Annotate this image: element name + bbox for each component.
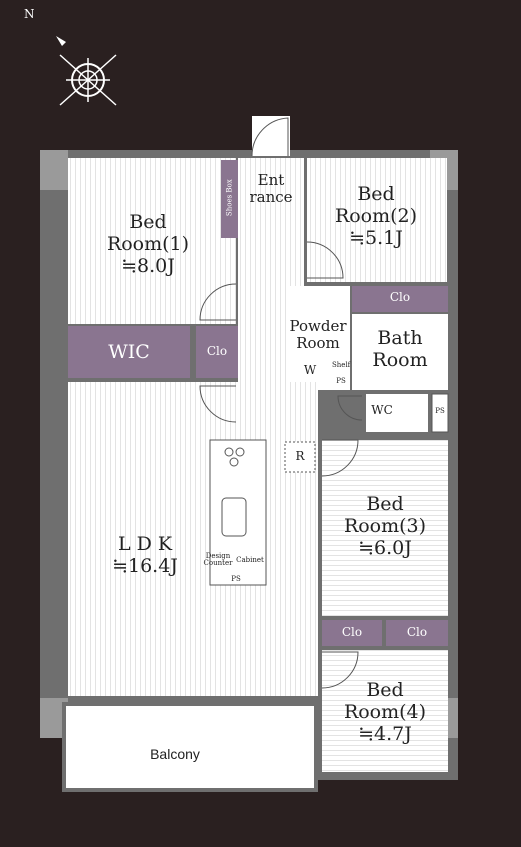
closet-bed3-left-label: Clo: [341, 625, 363, 639]
compass-north-label: N: [24, 7, 35, 21]
wic-label: WIC: [108, 341, 150, 363]
bed-room-4-size: ≒4.7J: [358, 722, 412, 745]
wc-floor: [366, 394, 428, 432]
balcony-label: Balcony: [150, 746, 200, 762]
bath-room-line2: Room: [372, 348, 428, 371]
bath-room-label: Bath Room: [360, 327, 440, 372]
shoes-box: [221, 160, 238, 238]
walk-in-closet: [68, 326, 190, 378]
bed-room-1-line2: Room(1): [106, 232, 190, 255]
shelf-label: Shelf: [332, 361, 351, 369]
bed-room-2-line2: Room(2): [334, 204, 418, 227]
closet-bed2-label: Clo: [389, 290, 411, 304]
wc-ps-label: PS: [435, 407, 445, 415]
powder-room-line2: Room: [296, 334, 340, 353]
entrance-line1: Ent: [257, 171, 285, 189]
powder-room-floor: [286, 286, 350, 390]
door-swings: [199, 241, 363, 689]
closet-bed3-right-label: Clo: [406, 625, 428, 639]
bath-room-line1: Bath: [377, 327, 423, 349]
bath-room-floor: [352, 314, 448, 390]
powder-room-line1: Powder: [289, 317, 347, 335]
bed-room-4-floor: [322, 650, 448, 772]
bed-room-4-line1: Bed: [366, 679, 404, 701]
bed-room-3-size: ≒6.0J: [358, 536, 412, 559]
cabinet-label: Cabinet: [236, 556, 264, 564]
compass-icon: [56, 36, 117, 106]
bed-room-4-label: Bed Room(4) ≒4.7J: [330, 679, 440, 746]
bed-room-2-floor: [307, 158, 447, 282]
refrigerator-label: R: [295, 449, 305, 463]
closet-bed1-label: Clo: [206, 344, 228, 358]
bed-room-1-line1: Bed: [129, 211, 167, 233]
stove-icon: [224, 447, 234, 457]
bed-room-1-floor: [68, 158, 236, 324]
balcony-floor: [62, 702, 318, 792]
ldk-floor: [68, 382, 318, 696]
ps-wc: [431, 393, 449, 433]
bed-room-1-label: Bed Room(1) ≒8.0J: [88, 211, 208, 278]
bed-room-3-label: Bed Room(3) ≒6.0J: [330, 493, 440, 560]
shoes-box-label: Shoes Box: [225, 179, 234, 217]
bed-room-3-line2: Room(3): [343, 514, 427, 537]
wc-label: WC: [371, 403, 393, 417]
ldk-label: L D K ≒16.4J: [90, 533, 200, 578]
entrance-label: Ent rance: [240, 171, 302, 207]
design-counter-line2: Counter: [203, 559, 233, 568]
closet-bed3-right: [386, 620, 448, 646]
refrigerator-space: [284, 441, 316, 473]
bed-room-4-line2: Room(4): [343, 700, 427, 723]
stove-icon: [235, 447, 245, 457]
powder-ps-label: PS: [336, 377, 346, 385]
closet-bed1: [196, 326, 238, 378]
design-counter-line1: Design: [205, 552, 231, 560]
ldk-line1: L D K: [117, 533, 173, 555]
closet-bed3-left: [322, 620, 382, 646]
bed-room-1-size: ≒8.0J: [121, 254, 175, 277]
bed-room-2-line1: Bed: [357, 183, 395, 205]
sink-icon: [221, 497, 247, 537]
ldk-size: ≒16.4J: [112, 554, 178, 577]
pillar: [40, 150, 68, 190]
stove-icon: [229, 457, 239, 467]
closet-bed2: [352, 286, 448, 312]
design-counter-label: Design Counter: [202, 552, 234, 568]
entrance-line2: rance: [249, 188, 293, 207]
washer-label: W: [303, 363, 317, 377]
powder-room-label: Powder Room: [286, 317, 350, 353]
kitchen-ps-label: PS: [231, 575, 241, 583]
bed-room-2-size: ≒5.1J: [349, 226, 403, 249]
bed-room-3-line1: Bed: [366, 493, 404, 515]
bed-room-2-label: Bed Room(2) ≒5.1J: [318, 183, 434, 250]
